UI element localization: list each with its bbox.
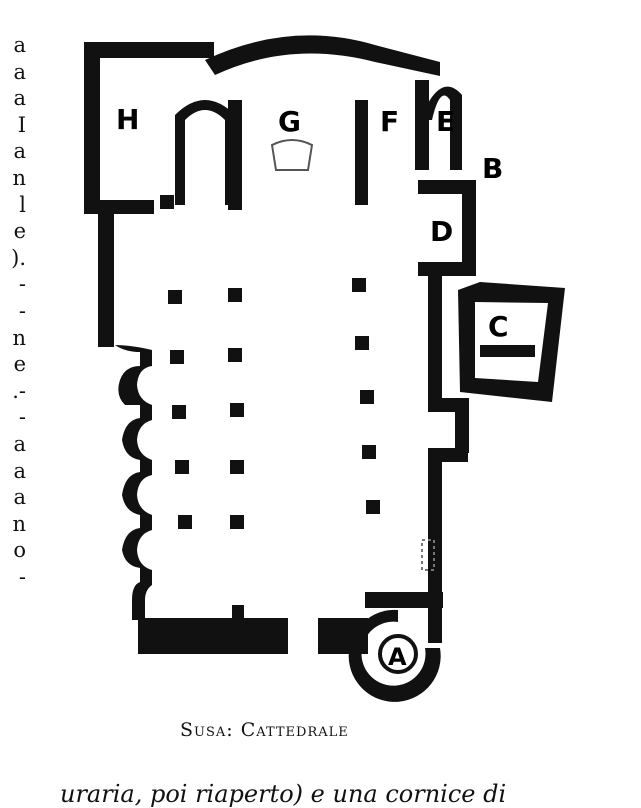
pier — [228, 288, 242, 302]
label-c: C — [488, 310, 509, 343]
label-e: E — [436, 105, 455, 138]
pillar-g-left — [228, 100, 242, 210]
right-wall-1 — [428, 270, 442, 400]
pier — [230, 515, 244, 529]
label-a: A — [388, 643, 407, 671]
pier — [366, 500, 380, 514]
margin-text-line: I — [17, 112, 26, 137]
margin-text-line: a — [13, 458, 26, 483]
apse-right — [355, 100, 368, 205]
wall-h-bottom — [84, 200, 154, 214]
stair-marks — [421, 539, 435, 571]
pier — [230, 403, 244, 417]
margin-text-line: a — [13, 139, 26, 164]
left-wall-upper — [84, 42, 100, 212]
pier — [175, 460, 189, 474]
pier — [352, 278, 366, 292]
wall-b — [418, 180, 473, 194]
margin-text-line: o — [13, 538, 26, 563]
margin-text-line: - — [18, 564, 26, 589]
caption-place: Susa — [180, 719, 227, 741]
margin-text-line: n — [12, 165, 26, 190]
left-chapels-wall — [115, 345, 152, 620]
pier — [228, 348, 242, 362]
pier — [172, 405, 186, 419]
right-wall-3 — [455, 398, 469, 453]
chapel-c-inner-wall — [480, 345, 535, 357]
label-g: G — [278, 105, 301, 138]
margin-text-line: a — [13, 86, 26, 111]
pier — [360, 390, 374, 404]
chapel-c — [458, 282, 565, 402]
facade-left — [138, 618, 288, 654]
label-b: B — [482, 152, 503, 185]
margin-text-line: n — [12, 511, 26, 536]
pier — [170, 350, 184, 364]
margin-text-line: - — [18, 298, 26, 323]
tower-a — [348, 609, 441, 702]
pier — [168, 290, 182, 304]
pier — [178, 515, 192, 529]
pier — [230, 460, 244, 474]
caption-subject: Cattedrale — [240, 719, 349, 741]
margin-text-line: - — [18, 405, 26, 430]
pier — [362, 445, 376, 459]
margin-text-line: l — [19, 192, 26, 217]
wall-d-right — [462, 180, 476, 270]
body-text-line: uraria, poi riaperto) e una cornice di — [60, 780, 507, 808]
margin-text-line: e — [13, 352, 26, 377]
wall-d-bottom — [418, 262, 476, 276]
facade-mid-pier — [232, 605, 244, 623]
apse-left — [175, 100, 235, 205]
pier — [160, 195, 174, 209]
label-h: H — [116, 103, 139, 136]
margin-text-line: ). — [11, 245, 26, 270]
margin-text-line: a — [13, 33, 26, 57]
figure-caption: Susa: Cattedrale — [180, 719, 349, 741]
tower-a-wall — [365, 592, 443, 608]
left-wall-mid — [98, 212, 114, 347]
margin-text-line: a — [13, 431, 26, 456]
right-wall-5 — [428, 448, 442, 643]
top-wall — [84, 42, 214, 58]
pier — [355, 336, 369, 350]
label-f: F — [380, 105, 399, 138]
apse-e — [420, 86, 462, 170]
label-d: D — [430, 215, 453, 248]
margin-text-line: e — [13, 219, 26, 244]
caption-separator: : — [226, 719, 234, 741]
margin-text-line: .- — [12, 378, 26, 403]
margin-text-line: n — [12, 325, 26, 350]
margin-text-line: a — [13, 59, 26, 84]
margin-text-line: - — [18, 272, 26, 297]
label-a-circle — [378, 634, 418, 674]
wall-f-right — [415, 80, 429, 170]
margin-text-line: a — [13, 485, 26, 510]
top-curved-wall — [205, 35, 440, 76]
altar — [270, 139, 314, 171]
